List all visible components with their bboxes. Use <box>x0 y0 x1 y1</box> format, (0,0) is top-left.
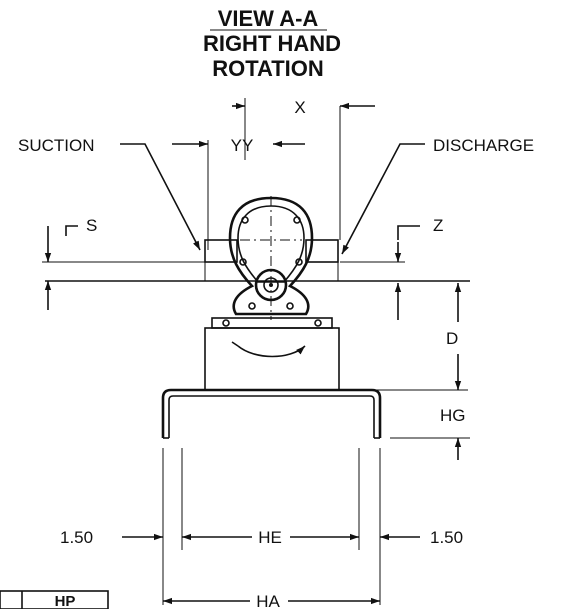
title-line-1: VIEW A-A <box>218 6 319 31</box>
pump-body <box>204 196 339 320</box>
mounting-bracket <box>204 317 340 391</box>
s-leader <box>65 225 78 236</box>
z-leader <box>397 225 420 240</box>
mounting-plate <box>211 317 333 329</box>
dimension-he: 1.50 HE 1.50 <box>60 528 463 547</box>
casing-bolt-bottom-right-icon <box>286 302 294 310</box>
casing-bolt-bottom-left-icon <box>248 302 256 310</box>
suction-label: SUCTION <box>18 136 95 155</box>
dimension-ha: HA <box>163 592 380 609</box>
bracket-body <box>204 327 340 391</box>
casing-bolt-mid-right-icon <box>295 258 303 266</box>
plate-bolt-left-icon <box>222 319 230 327</box>
casing-bolt-top-left-icon <box>241 216 249 224</box>
x-label: X <box>294 98 305 117</box>
dimension-z: Z <box>340 216 443 320</box>
rotation-arrow-icon <box>237 345 306 358</box>
casing-bolt-top-right-icon <box>293 216 301 224</box>
dimension-x: X <box>232 98 375 240</box>
yy-label: YY <box>231 136 254 155</box>
shaft-housing-icon <box>254 268 288 302</box>
dimension-d: D <box>340 283 468 391</box>
he-label: HE <box>258 528 282 547</box>
hp-table-cell <box>0 590 109 609</box>
d-label: D <box>446 329 458 348</box>
hp-header: HP <box>55 593 76 609</box>
rotation-arrow-tail <box>231 341 239 347</box>
suction-port <box>204 239 238 263</box>
view-title: VIEW A-A RIGHT HAND ROTATION <box>203 6 341 81</box>
suction-leader <box>120 143 201 251</box>
ha-label: HA <box>256 592 280 609</box>
discharge-port <box>305 239 339 263</box>
dimension-yy: YY <box>172 136 305 250</box>
shaft-icon <box>263 277 279 293</box>
z-label: Z <box>433 216 443 235</box>
hg-label: HG <box>440 406 466 425</box>
hp-table: HP <box>0 590 109 609</box>
discharge-leader <box>341 143 425 255</box>
discharge-callout: DISCHARGE <box>341 136 534 255</box>
base-channel-inner <box>168 395 375 438</box>
dimension-hg: HG <box>390 406 470 460</box>
dimension-s: S <box>42 216 205 310</box>
discharge-label: DISCHARGE <box>433 136 534 155</box>
base-channel-outline <box>161 388 382 438</box>
plate-bolt-right-icon <box>314 319 322 327</box>
base-channel <box>161 388 382 439</box>
base-extension-lines <box>162 448 381 605</box>
title-line-3: ROTATION <box>212 56 324 81</box>
casing-bolt-mid-left-icon <box>239 258 247 266</box>
s-label: S <box>86 216 97 235</box>
pump-casing <box>228 196 314 316</box>
left-offset-label: 1.50 <box>60 528 93 547</box>
suction-callout: SUCTION <box>18 136 201 251</box>
right-offset-label: 1.50 <box>430 528 463 547</box>
shaft-center-icon <box>269 283 273 287</box>
title-line-2: RIGHT HAND <box>203 31 341 56</box>
